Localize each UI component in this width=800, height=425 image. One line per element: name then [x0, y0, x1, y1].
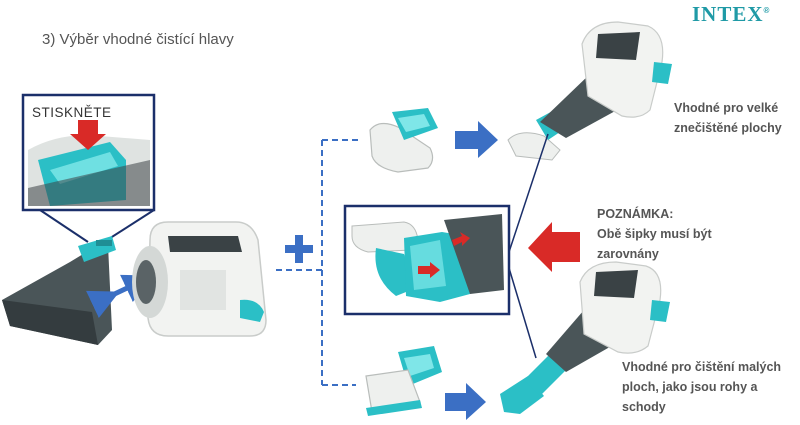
arrow-right-bottom-icon: [445, 383, 486, 420]
step-title: 3) Výběr vhodné čistící hlavy: [42, 31, 234, 48]
press-label: STISKNĚTE: [32, 105, 112, 120]
option-bracket: [276, 139, 360, 386]
crevice-brush-attachment: [365, 346, 442, 416]
large-surfaces-caption: Vhodné pro velké znečištěné plochy: [674, 101, 782, 135]
alignment-detail-box: [343, 204, 511, 316]
wide-brush-attachment: [369, 108, 438, 173]
align-arrow-upper-icon: [452, 232, 470, 246]
arrow-right-top-icon: [455, 121, 498, 158]
callout-line-right: [103, 209, 155, 243]
note-pointer-arrow-icon: [528, 222, 580, 272]
main-nozzle: [2, 236, 116, 345]
press-callout-box: [21, 93, 156, 212]
assembled-vacuum-crevice: [500, 261, 670, 414]
detail-line-bottom: [508, 267, 537, 359]
small-surfaces-caption: Vhodné pro čištění malých ploch, jako js…: [622, 360, 782, 414]
brand-logo: INTEX®: [692, 2, 770, 27]
detail-line-top: [508, 133, 549, 253]
assembled-vacuum-wide: [507, 21, 672, 161]
align-arrow-lower-icon: [418, 262, 440, 278]
alignment-note: POZNÁMKA: Obě šipky musí být zarovnány: [597, 204, 727, 264]
press-down-arrow-icon: [70, 120, 106, 150]
plus-icon: [285, 235, 313, 263]
brand-name: INTEX: [692, 2, 764, 26]
note-text: Obě šipky musí být zarovnány: [597, 227, 712, 261]
callout-line-left: [39, 209, 89, 243]
vacuum-motor-unit: [132, 221, 267, 337]
registered-mark: ®: [763, 6, 771, 15]
note-title: POZNÁMKA:: [597, 207, 674, 221]
